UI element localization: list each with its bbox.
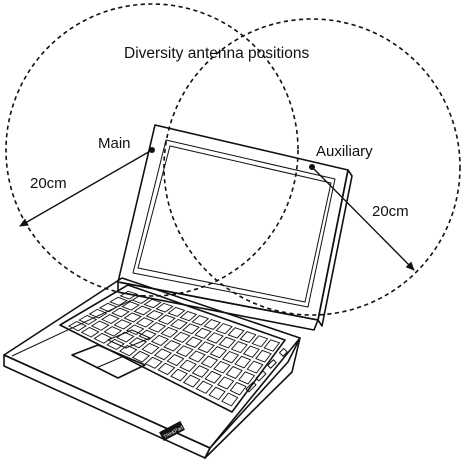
keyboard-key	[142, 343, 158, 353]
keyboard-key	[223, 351, 239, 362]
keyboard-key	[147, 311, 163, 320]
keyboard-key	[159, 315, 175, 324]
keyboard-key	[100, 303, 117, 311]
auxiliary-label: Auxiliary	[316, 143, 373, 160]
main-radius-label: 20cm	[30, 175, 67, 192]
keyboard-key	[104, 327, 121, 337]
keyboard-key	[90, 309, 107, 318]
keyboard-key	[207, 333, 223, 343]
keyboard-key	[180, 360, 196, 371]
keyboard-key	[137, 318, 153, 327]
keyboard-key	[171, 369, 187, 381]
keyboard-key	[218, 377, 234, 389]
keyboard-key	[134, 306, 150, 315]
brand-logo: ThinkPad	[159, 421, 185, 441]
keyboard-key	[177, 346, 193, 357]
keyboard-key	[94, 333, 111, 343]
keyboard-key	[244, 346, 259, 357]
keyboard-key	[156, 303, 172, 312]
diagram-title: Diversity antenna positions	[124, 45, 309, 62]
keyboard-key	[235, 356, 251, 368]
keyboard-key	[158, 363, 174, 374]
laptop-base: ThinkPad	[4, 278, 300, 458]
keyboard-key	[256, 350, 271, 362]
keyboard-key	[232, 342, 248, 353]
keyboard-keys	[69, 291, 280, 406]
keyboard-key	[198, 342, 214, 353]
keyboard-key	[228, 328, 244, 338]
keyboard-key	[155, 349, 171, 360]
keyboard-key	[117, 332, 134, 342]
keyboard-key	[183, 324, 199, 334]
keyboard-key	[247, 361, 262, 373]
keyboard-key	[127, 325, 144, 335]
keyboard-key	[149, 323, 165, 333]
keyboard-key	[168, 307, 184, 316]
keyboard-key	[219, 337, 235, 348]
keyboard-key	[239, 372, 255, 384]
keyboard-key	[240, 332, 255, 343]
keyboard-key	[192, 316, 208, 326]
keyboard-key	[167, 355, 183, 366]
keyboard-key	[204, 320, 220, 330]
keyboard-key	[216, 324, 232, 334]
keyboard-key	[186, 337, 202, 347]
keyboard-key	[193, 366, 209, 378]
keyboard-key	[171, 319, 187, 329]
keyboard-key	[202, 356, 218, 367]
keyboard-key	[124, 313, 141, 322]
keyboard-key	[210, 347, 226, 358]
main-label: Main	[98, 135, 131, 152]
keyboard-key	[164, 341, 180, 351]
keyboard-key	[222, 393, 238, 406]
keyboard-key	[184, 375, 200, 387]
keyboard-key	[102, 315, 119, 324]
keyboard-key	[152, 335, 168, 345]
keyboard-key	[209, 387, 225, 399]
keyboard-key	[82, 327, 99, 337]
keyboard-key	[226, 367, 242, 379]
keyboard-key	[189, 351, 205, 362]
keyboard-key	[161, 327, 177, 337]
keyboard-key	[214, 361, 230, 373]
keyboard-key	[230, 382, 246, 394]
keyboard-key	[174, 332, 190, 342]
auxiliary-radius-label: 20cm	[372, 203, 409, 220]
keyboard-key	[145, 357, 161, 368]
keyboard-key	[180, 311, 196, 320]
keyboard-key	[92, 321, 109, 330]
keyboard-key	[112, 308, 129, 317]
keyboard-key	[196, 381, 212, 393]
keyboard-key	[110, 297, 127, 305]
keyboard-key	[195, 328, 211, 338]
keyboard-key	[252, 336, 267, 347]
keyboard-key	[114, 320, 131, 329]
keyboard-key	[205, 371, 221, 383]
